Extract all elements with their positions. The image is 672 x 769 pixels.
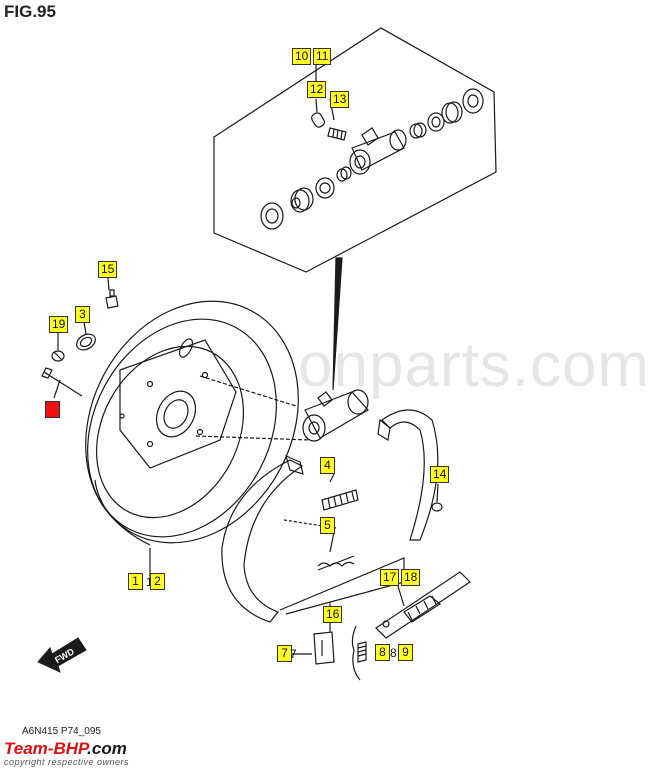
plug-part-3 — [76, 333, 96, 351]
washer-part-19 — [51, 350, 65, 362]
spring-part-5 — [317, 555, 355, 571]
figure-title: FIG.95 — [4, 2, 56, 21]
fwd-direction-arrow: FWD — [37, 637, 87, 673]
hold-down-pin — [351, 625, 367, 681]
watermark: onparts.com — [298, 331, 651, 400]
plain-number-8: 8 — [390, 646, 397, 660]
callout-19[interactable]: 19 — [49, 316, 69, 333]
nut-part-15 — [105, 289, 119, 309]
callout-17[interactable]: 17 — [380, 569, 400, 586]
adjuster-strut — [375, 571, 471, 639]
bleeder-cap-part — [311, 112, 325, 128]
callout-7[interactable]: 7 — [277, 645, 292, 662]
callout-10[interactable]: 10 — [292, 48, 312, 65]
plain-number-1: 1 — [146, 575, 153, 589]
detail-box-outline — [213, 27, 497, 273]
callout-11[interactable]: 11 — [313, 48, 332, 65]
cylinder-body-detail — [349, 127, 407, 175]
logo-part-bhp: -BHP — [47, 739, 88, 758]
retaining-clip — [313, 631, 335, 665]
plain-number-7: 7 — [290, 647, 297, 661]
right-piston-parts — [409, 88, 484, 139]
brake-shoe-rear — [377, 409, 439, 541]
callout-9[interactable]: 9 — [398, 644, 413, 661]
detail-pointer — [332, 257, 343, 391]
callout-8[interactable]: 8 — [375, 644, 390, 661]
callout-15[interactable]: 15 — [98, 261, 118, 278]
callout-13[interactable]: 13 — [330, 91, 350, 108]
drawing-code: A6N415 P74_095 — [22, 726, 101, 737]
logo-part-team: Team — [4, 739, 48, 758]
spring-part-4 — [321, 489, 359, 511]
logo-tagline: copyright respective owners — [4, 757, 130, 767]
wheel-cylinder — [302, 389, 369, 442]
callout-12[interactable]: 12 — [307, 81, 327, 98]
logo-part-com: .com — [87, 739, 127, 758]
backing-plate — [85, 300, 299, 546]
callout-16[interactable]: 16 — [323, 606, 343, 623]
callout-5[interactable]: 5 — [320, 517, 335, 534]
callout-2[interactable]: 2 — [150, 573, 165, 590]
callout-1[interactable]: 1 — [128, 573, 143, 590]
callout-6[interactable]: 6 — [45, 401, 60, 418]
bleeder-screw-part — [327, 127, 347, 141]
callout-4[interactable]: 4 — [320, 457, 335, 474]
callout-3[interactable]: 3 — [75, 306, 90, 323]
left-piston-parts — [260, 166, 352, 230]
team-bhp-logo: Team-BHP.com — [4, 739, 127, 759]
fitting-part-14 — [431, 502, 443, 512]
callout-14[interactable]: 14 — [430, 466, 450, 483]
bolt-part-6 — [41, 367, 83, 397]
brake-shoe-front — [221, 454, 304, 623]
callout-18[interactable]: 18 — [401, 569, 421, 586]
